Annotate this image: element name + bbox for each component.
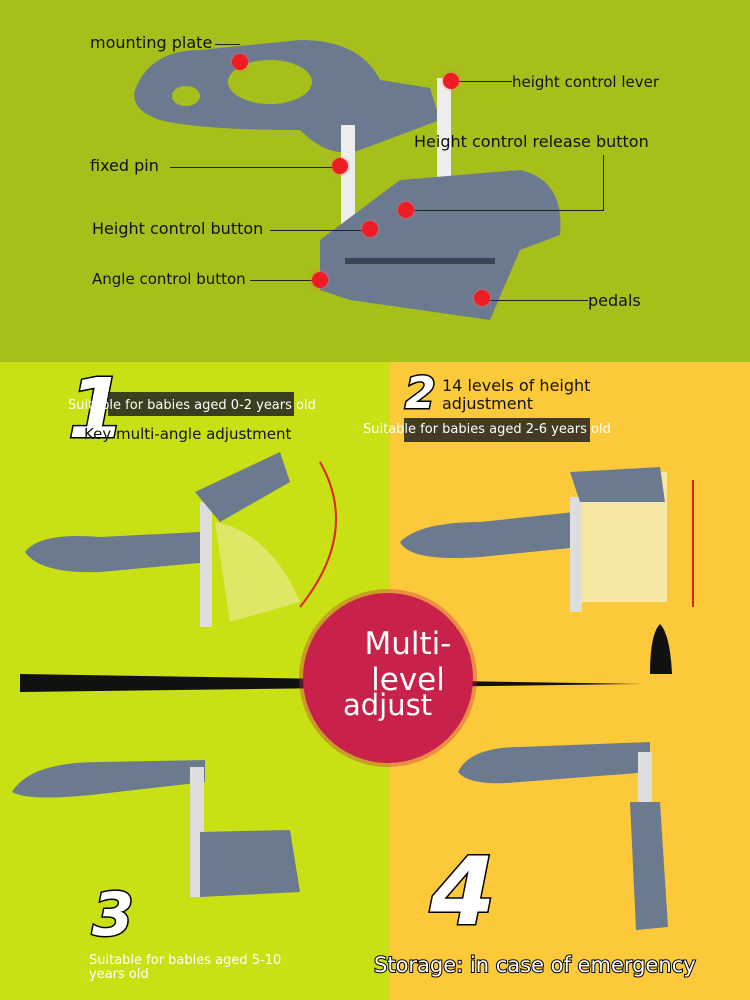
panel-1-feature: Key multi-angle adjustment: [84, 425, 292, 443]
marker-height-control-lever: [443, 73, 459, 89]
pole-right: [437, 78, 451, 198]
panel-number-4: 4: [428, 837, 496, 949]
badge-line1: Multi-level: [364, 626, 452, 698]
angle-range-shading: [215, 522, 300, 622]
panel-2-feature: 14 levels of height adjustment: [442, 376, 591, 413]
text-shadow-bar: [108, 392, 294, 416]
marker-release-button: [398, 202, 414, 218]
marker-pedals: [474, 290, 490, 306]
center-badge: Multi-level adjust: [303, 593, 473, 763]
label-pedals: pedals: [588, 291, 641, 310]
leader-line: [170, 167, 335, 168]
device-2-plate: [400, 512, 580, 558]
leader-line: [412, 210, 604, 211]
leader-line: [250, 280, 315, 281]
leader-line: [215, 44, 240, 45]
panel-number-3: 3: [91, 879, 136, 952]
panel-1-age: Suitable for babies aged 0-2 years old: [68, 398, 316, 413]
marker-mounting-plate: [232, 54, 248, 70]
leader-line: [452, 81, 512, 82]
panel-2-age: Suitable for babies aged 2-6 years old: [363, 422, 611, 437]
panel-illustrations: [12, 452, 694, 930]
panel-number-2: 2: [404, 367, 438, 421]
marker-height-control-button: [362, 221, 378, 237]
label-mounting-plate: mounting plate: [90, 33, 213, 52]
anatomy-section: mounting plate height control lever Heig…: [0, 0, 750, 362]
leader-line: [490, 300, 588, 301]
angle-arrow: [299, 461, 337, 608]
device-3-plate: [12, 760, 205, 798]
label-height-control-lever: height control lever: [512, 73, 660, 91]
panel-3-age: Suitable for babies aged 5-10 years old: [89, 953, 282, 982]
product-illustration: [134, 40, 561, 320]
device-4-plate: [458, 742, 650, 784]
leader-line: [270, 230, 365, 231]
device-1-plate: [25, 532, 210, 573]
base-shape: [320, 170, 561, 320]
label-fixed-pin: fixed pin: [90, 156, 159, 175]
label-angle-control-button: Angle control button: [92, 270, 246, 288]
marker-angle-control-button: [312, 272, 328, 288]
mascot-icon: [650, 624, 672, 674]
label-height-control-release-button: Height control release button: [414, 132, 649, 151]
leader-line: [603, 155, 604, 211]
badge-line2: adjust: [343, 688, 433, 722]
panel-4-feature: Storage: in case of emergency: [373, 952, 697, 978]
marker-fixed-pin: [332, 158, 348, 174]
label-height-control-button: Height control button: [92, 219, 264, 238]
text-shadow-bar: [404, 418, 590, 442]
